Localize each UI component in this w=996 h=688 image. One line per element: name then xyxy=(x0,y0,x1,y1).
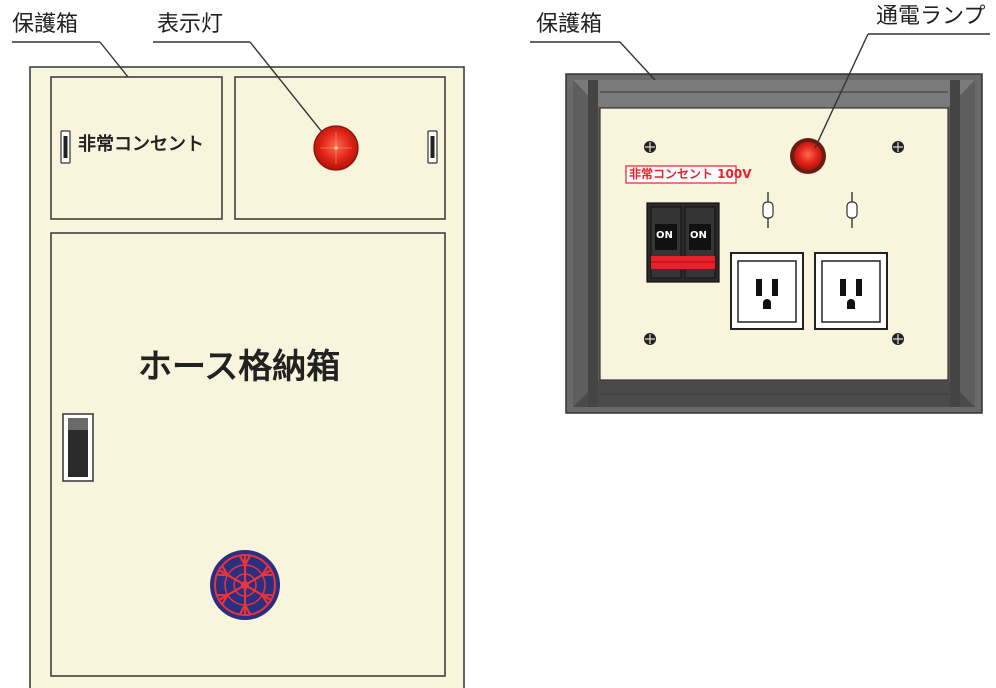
hose-door-handle[interactable] xyxy=(62,413,94,482)
callout-right-box-label: 保護箱 xyxy=(536,12,603,37)
screw-icon xyxy=(644,333,656,345)
hose-door-label: ホース格納箱 xyxy=(138,347,341,387)
power-outlet-left[interactable] xyxy=(730,252,804,330)
emblem-spoke xyxy=(244,584,272,601)
power-lamp xyxy=(790,138,826,174)
emblem-branch xyxy=(244,555,251,566)
outlet-label-box xyxy=(625,165,737,184)
callout-right-lamp-label: 通電ランプ xyxy=(876,4,986,29)
emblem-branch xyxy=(261,565,269,576)
lamp-door-handle[interactable] xyxy=(427,130,438,164)
power-outlet-right[interactable] xyxy=(814,252,888,330)
screw-icon xyxy=(892,333,904,345)
emblem-spoke xyxy=(218,569,246,586)
outlet-cover-hook xyxy=(846,192,858,228)
emblem-branch xyxy=(261,594,269,605)
callout-leader-right-lamp xyxy=(814,33,990,149)
screw-icon xyxy=(644,141,656,153)
emblem-branch xyxy=(244,604,251,615)
outlet-protection-box xyxy=(530,33,990,414)
callout-leader-right-box xyxy=(530,41,656,81)
breaker-right-label: ON xyxy=(690,230,707,241)
callout-left-lamp-label: 表示灯 xyxy=(157,12,224,37)
outlet-panel-label: 非常コンセント 100V xyxy=(629,167,752,181)
emblem-branch xyxy=(239,555,246,566)
screw-icon xyxy=(892,141,904,153)
outlet-door-handle[interactable] xyxy=(60,130,71,164)
outlet-door-label: 非常コンセント xyxy=(78,134,204,155)
hose-cabinet xyxy=(12,41,465,688)
outlet-cover-hook xyxy=(762,192,774,228)
emblem-branch xyxy=(221,565,229,576)
callout-leader-left-lamp xyxy=(153,41,323,133)
breaker-switch[interactable] xyxy=(646,202,720,283)
emblem-branch xyxy=(221,594,229,605)
breaker-left-label: ON xyxy=(656,230,673,241)
callout-left-box-label: 保護箱 xyxy=(12,12,79,37)
callout-leader-left-box xyxy=(12,41,129,78)
indicator-lamp xyxy=(313,125,359,171)
emblem-branch xyxy=(239,604,246,615)
fire-emblem-icon xyxy=(210,550,280,620)
outlet-door[interactable] xyxy=(50,76,223,220)
emblem-spoke xyxy=(218,584,246,601)
emblem-spoke xyxy=(244,569,272,586)
